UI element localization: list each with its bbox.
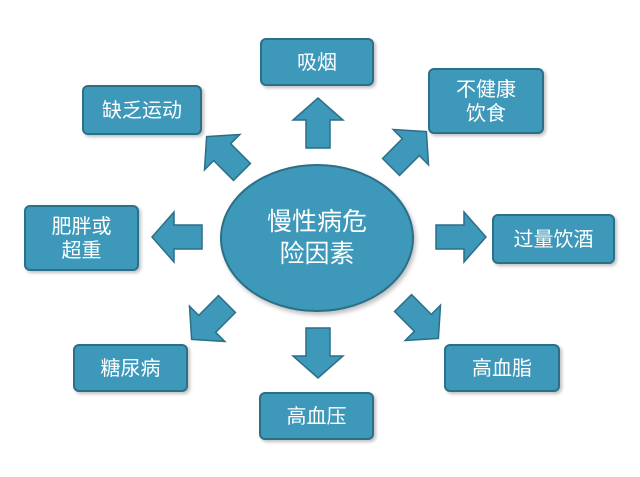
factor-hypertension: 高血压 bbox=[259, 392, 374, 440]
arrow-to-excess-drinking bbox=[435, 211, 487, 263]
factor-excess-drinking: 过量饮酒 bbox=[492, 214, 615, 264]
factor-hyperlipidemia: 高血脂 bbox=[444, 344, 560, 392]
factor-unhealthy-diet: 不健康 饮食 bbox=[428, 68, 544, 134]
arrow-to-obesity bbox=[151, 211, 203, 263]
arrow-to-smoking bbox=[292, 97, 344, 149]
center-node: 慢性病危 险因素 bbox=[220, 164, 414, 312]
factor-obesity: 肥胖或 超重 bbox=[24, 205, 139, 271]
factor-lack-of-exercise: 缺乏运动 bbox=[82, 85, 202, 135]
factor-diabetes: 糖尿病 bbox=[73, 344, 188, 392]
factor-smoking: 吸烟 bbox=[260, 38, 374, 86]
arrow-to-hypertension bbox=[292, 327, 344, 379]
